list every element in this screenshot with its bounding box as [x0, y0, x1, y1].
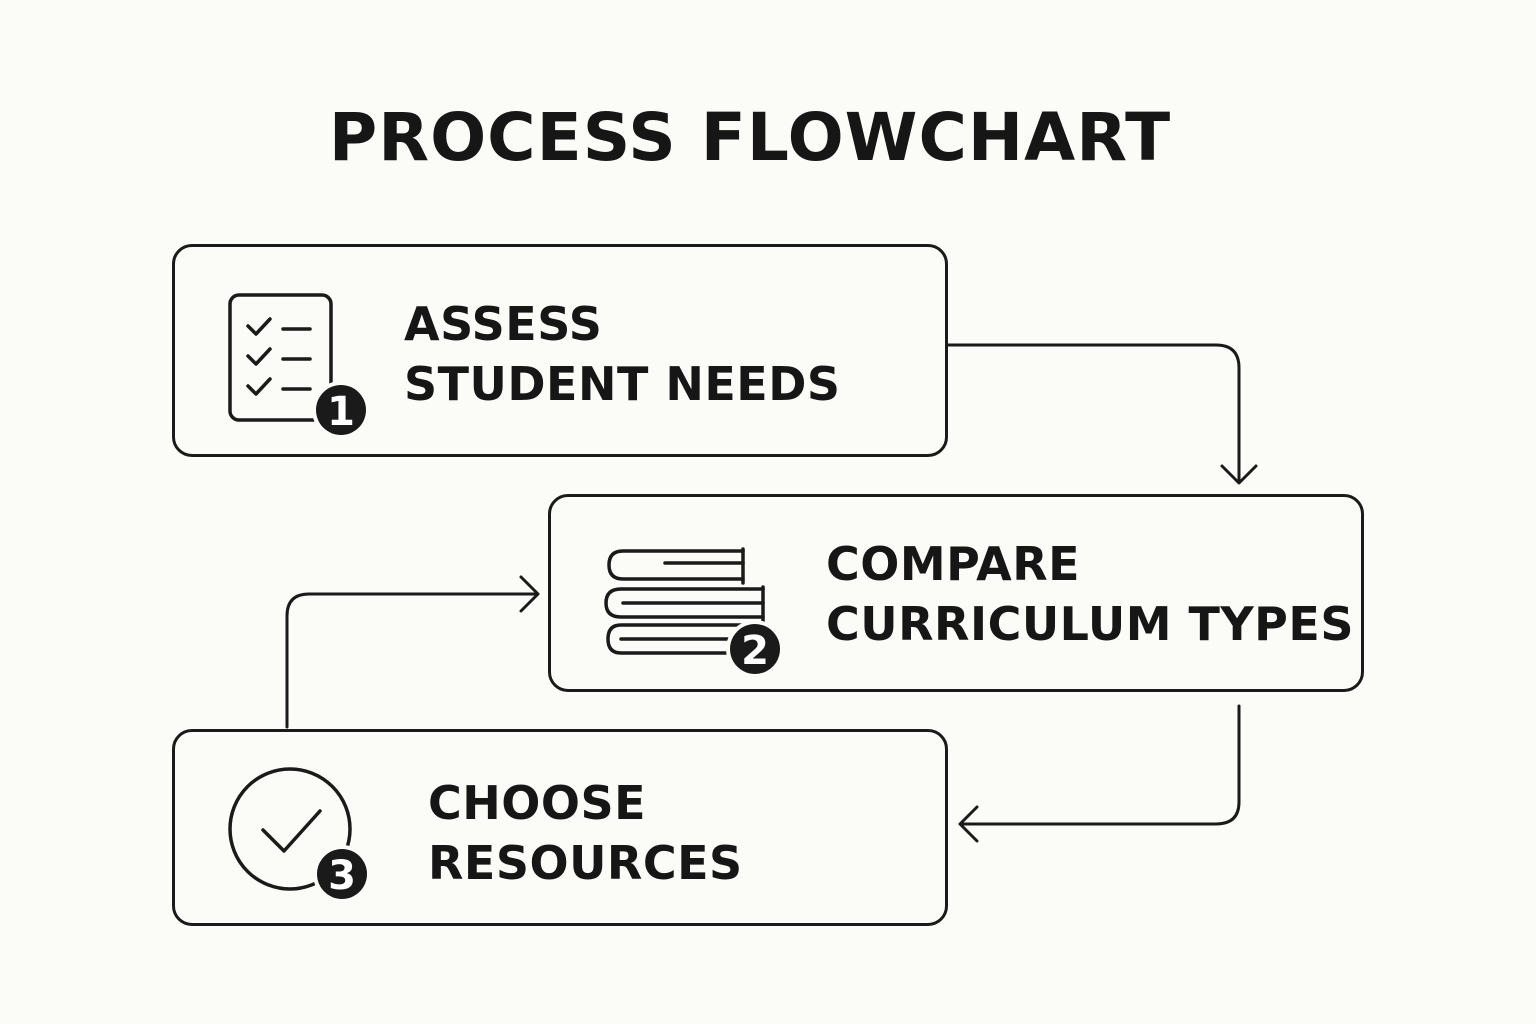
step-3-box: 3 CHOOSE RESOURCES — [172, 729, 948, 926]
step-1-label: ASSESS STUDENT NEEDS — [404, 294, 841, 414]
arrow-step3-to-step2 — [285, 592, 539, 729]
arrow-step1-to-step2 — [946, 343, 1241, 484]
arrowhead-step1-to-step2 — [1220, 464, 1258, 485]
check-circle-icon: 3 — [228, 767, 371, 903]
page-title: PROCESS FLOWCHART — [328, 99, 1172, 176]
step-label-line1: COMPARE — [826, 537, 1081, 591]
step-label-line1: CHOOSE — [428, 776, 647, 830]
books-icon: 2 — [604, 547, 784, 678]
step-number: 3 — [328, 853, 356, 899]
step-number: 2 — [741, 628, 769, 674]
step-2-box: 2 COMPARE CURRICULUM TYPES — [548, 494, 1364, 692]
step-label-line2: RESOURCES — [428, 836, 743, 890]
step-number: 1 — [327, 389, 355, 435]
arrow-step2-to-step3 — [960, 704, 1241, 826]
step-2-label: COMPARE CURRICULUM TYPES — [826, 534, 1354, 654]
arrowhead-step2-to-step3 — [958, 805, 979, 843]
step-label-line2: CURRICULUM TYPES — [826, 597, 1354, 651]
step-label-line2: STUDENT NEEDS — [404, 357, 841, 411]
step-number-badge — [317, 849, 367, 899]
step-3-label: CHOOSE RESOURCES — [428, 773, 743, 893]
step-number-badge — [730, 624, 780, 674]
checklist-icon: 1 — [228, 293, 370, 439]
step-label-line1: ASSESS — [404, 297, 603, 351]
step-1-box: 1 ASSESS STUDENT NEEDS — [172, 244, 948, 457]
arrowhead-step3-to-step2 — [519, 575, 540, 613]
step-number-badge — [316, 385, 366, 435]
